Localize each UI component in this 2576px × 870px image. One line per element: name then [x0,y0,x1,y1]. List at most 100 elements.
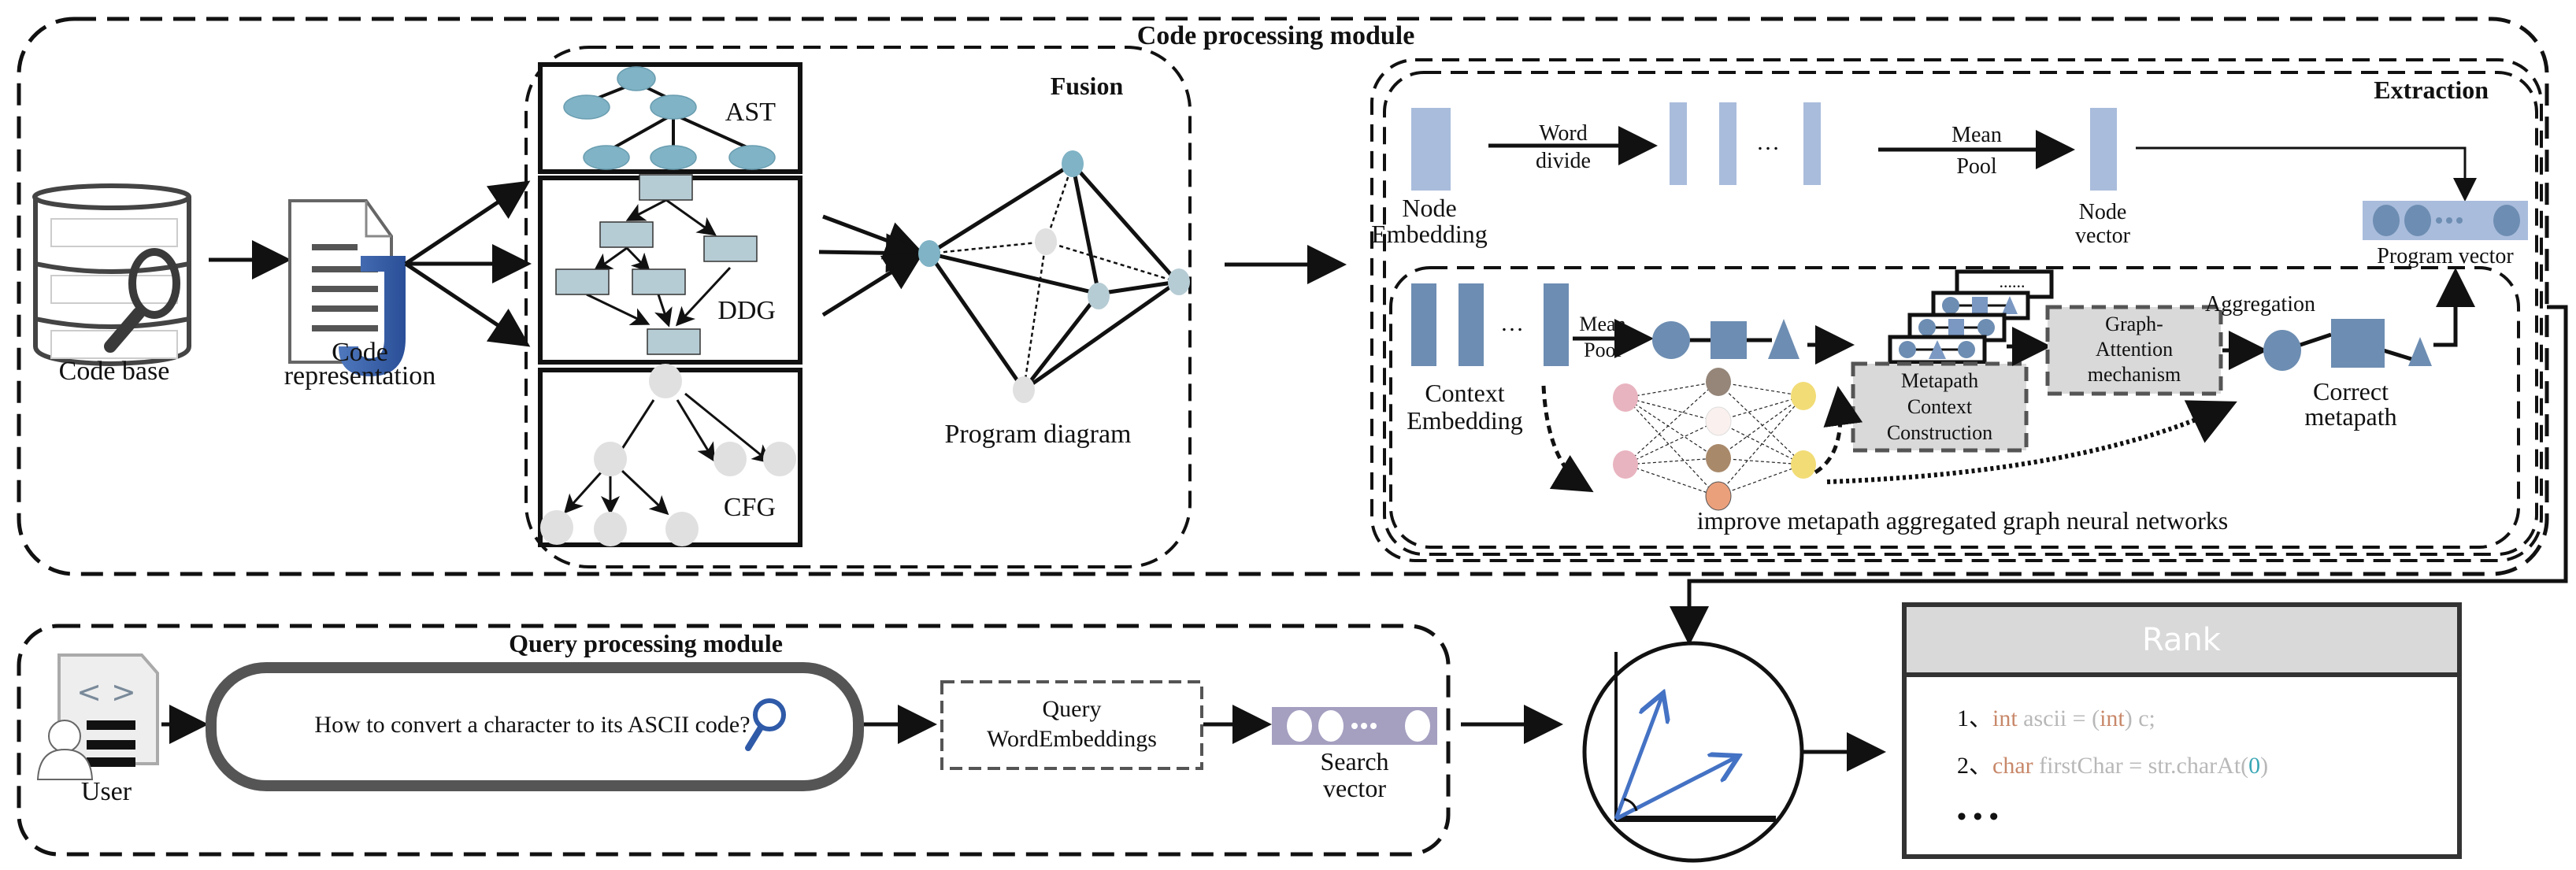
context-ellipsis: … [1500,310,1524,336]
word-vector-1 [1670,102,1687,185]
word-divide-label-1: Word [1539,121,1588,146]
gat-label-1: Graph- [2105,313,2163,335]
rank-item-1-kw: int [1992,705,2018,731]
magnifier-icon [104,248,180,353]
code-module-border [17,17,2549,576]
node-vector-label-1: Node [2079,200,2127,224]
rank-item-2-rest1: firstChar = str.charAt( [2033,753,2249,779]
node-vector-label-2: vector [2075,224,2131,248]
context-vector-1 [1411,283,1436,366]
query-text: How to convert a character to its ASCII … [314,712,750,738]
rank-item-2-rest2: ) [2260,753,2268,779]
word-vector-2 [1719,102,1736,185]
query-input[interactable] [206,662,864,791]
gnn-border [1389,266,2520,549]
extraction-border [1370,58,2543,562]
correct-metapath-shapes [2263,319,2432,371]
arrow-gnn-to-metapath [1814,386,1863,475]
mean-pool-label-2: Pool [1956,154,1997,179]
arrow-node-to-program-vector [2136,146,2477,202]
gat-label-3: mechanism [2088,363,2181,386]
arrow-to-cfg [404,261,531,347]
query-word-embeddings-box [940,680,1203,770]
query-module-border [17,624,1451,857]
mean-pool-label-1: Mean [1951,123,2002,147]
node-embedding-label-1: Node [1402,194,1456,222]
code-brackets-icon: < > [76,675,136,709]
rank-item-2[interactable]: 2、char firstChar = str.charAt(0) [1957,753,2268,779]
arrow-program-vector-to-similarity [1670,305,2568,646]
program-vector [2363,201,2528,240]
search-icon[interactable] [745,698,786,751]
word-emb-label-1: Query [1043,696,1102,722]
word-vector-ellipsis: … [1756,129,1780,155]
metapath-stack: ...... [1888,269,2054,365]
arrow-context-to-gnn [1541,385,1594,493]
gat-label-2: Attention [2096,338,2173,361]
program-diagram: Program diagram [818,150,1190,449]
ddg-panel: DDG [538,174,802,365]
code-rep-label-2: representation [284,361,436,391]
arrow-gnn-to-aggregation [1826,400,2237,484]
code-module-title: Code processing module [1137,21,1415,50]
node-embedding-block [1411,108,1451,191]
metapath-label-3: Construction [1887,421,1992,444]
user-label: User [81,777,132,806]
ddg-label: DDG [717,296,776,325]
rank-item-2-lit: 0 [2248,753,2260,779]
rank-panel: Rank 1、int ascii = (int) c; 2、char first… [1902,602,2462,859]
aggregation-label: Aggregation [2205,292,2315,317]
search-vector [1272,707,1437,745]
neural-network [1613,368,1816,511]
search-vector-label-1: Search [1320,747,1388,776]
ast-label: AST [725,98,776,127]
rank-header [1907,607,2457,674]
rank-item-1-num: 1、 [1957,705,1992,731]
code-rep-label-1: Code [332,338,388,367]
context-vector-n [1544,283,1569,366]
context-vector-2 [1458,283,1484,366]
node-vector-block [2090,108,2117,191]
correct-metapath-label-2: metapath [2304,402,2396,431]
extraction-border-inner [1383,71,2538,556]
word-vector-n [1803,102,1821,185]
fusion-border [524,46,1192,568]
cfg-panel: CFG [538,364,802,547]
code-base-label: Code base [59,357,170,386]
rank-more: • • • [1957,802,1999,831]
metapath-label-1: Metapath [1901,369,1978,392]
search-vector-label-2: vector [1323,774,1386,802]
database-icon [32,183,191,367]
context-mean-pool-2: Pool [1584,339,1622,361]
program-diagram-label: Program diagram [945,420,1132,449]
java-file-icon [288,199,406,376]
arrow-to-program-vector [2433,268,2475,347]
ast-panel: AST [538,62,802,174]
code-processing-module: Code processing module Code base [17,17,2549,576]
cosine-similarity-icon [1582,641,1804,863]
rank-item-2-kw: char [1992,753,2033,779]
rank-item-1-kw2: int [2100,705,2125,731]
rank-item-2-num: 2、 [1957,753,1992,779]
node-embedding-label-2: Embedding [1371,220,1488,248]
word-emb-label-2: WordEmbeddings [987,726,1157,752]
user-icon: < > [36,653,159,780]
rank-title: Rank [2142,622,2222,658]
metapath-shapes [1652,319,1799,359]
query-processing-module: Query processing module < > User How to … [17,624,1451,857]
rank-item-1[interactable]: 1、int ascii = (int) c; [1957,705,2155,731]
arrow-to-ast [404,180,531,266]
context-mean-pool-1: Mean [1579,313,1625,335]
word-divide-label-2: divide [1536,149,1591,173]
correct-metapath-label-1: Correct [2313,377,2389,405]
gat-box [2045,305,2223,396]
gnn-label: improve metapath aggregated graph neural… [1697,506,2228,535]
context-embedding-label-2: Embedding [1407,406,1523,435]
stack-dots: ...... [2000,272,2026,291]
cfg-label: CFG [724,493,776,522]
extraction-title: Extraction [2374,76,2489,104]
metapath-label-2: Context [1907,395,1973,418]
context-embedding-label-1: Context [1425,379,1504,407]
program-vector-label: Program vector [2377,244,2514,268]
